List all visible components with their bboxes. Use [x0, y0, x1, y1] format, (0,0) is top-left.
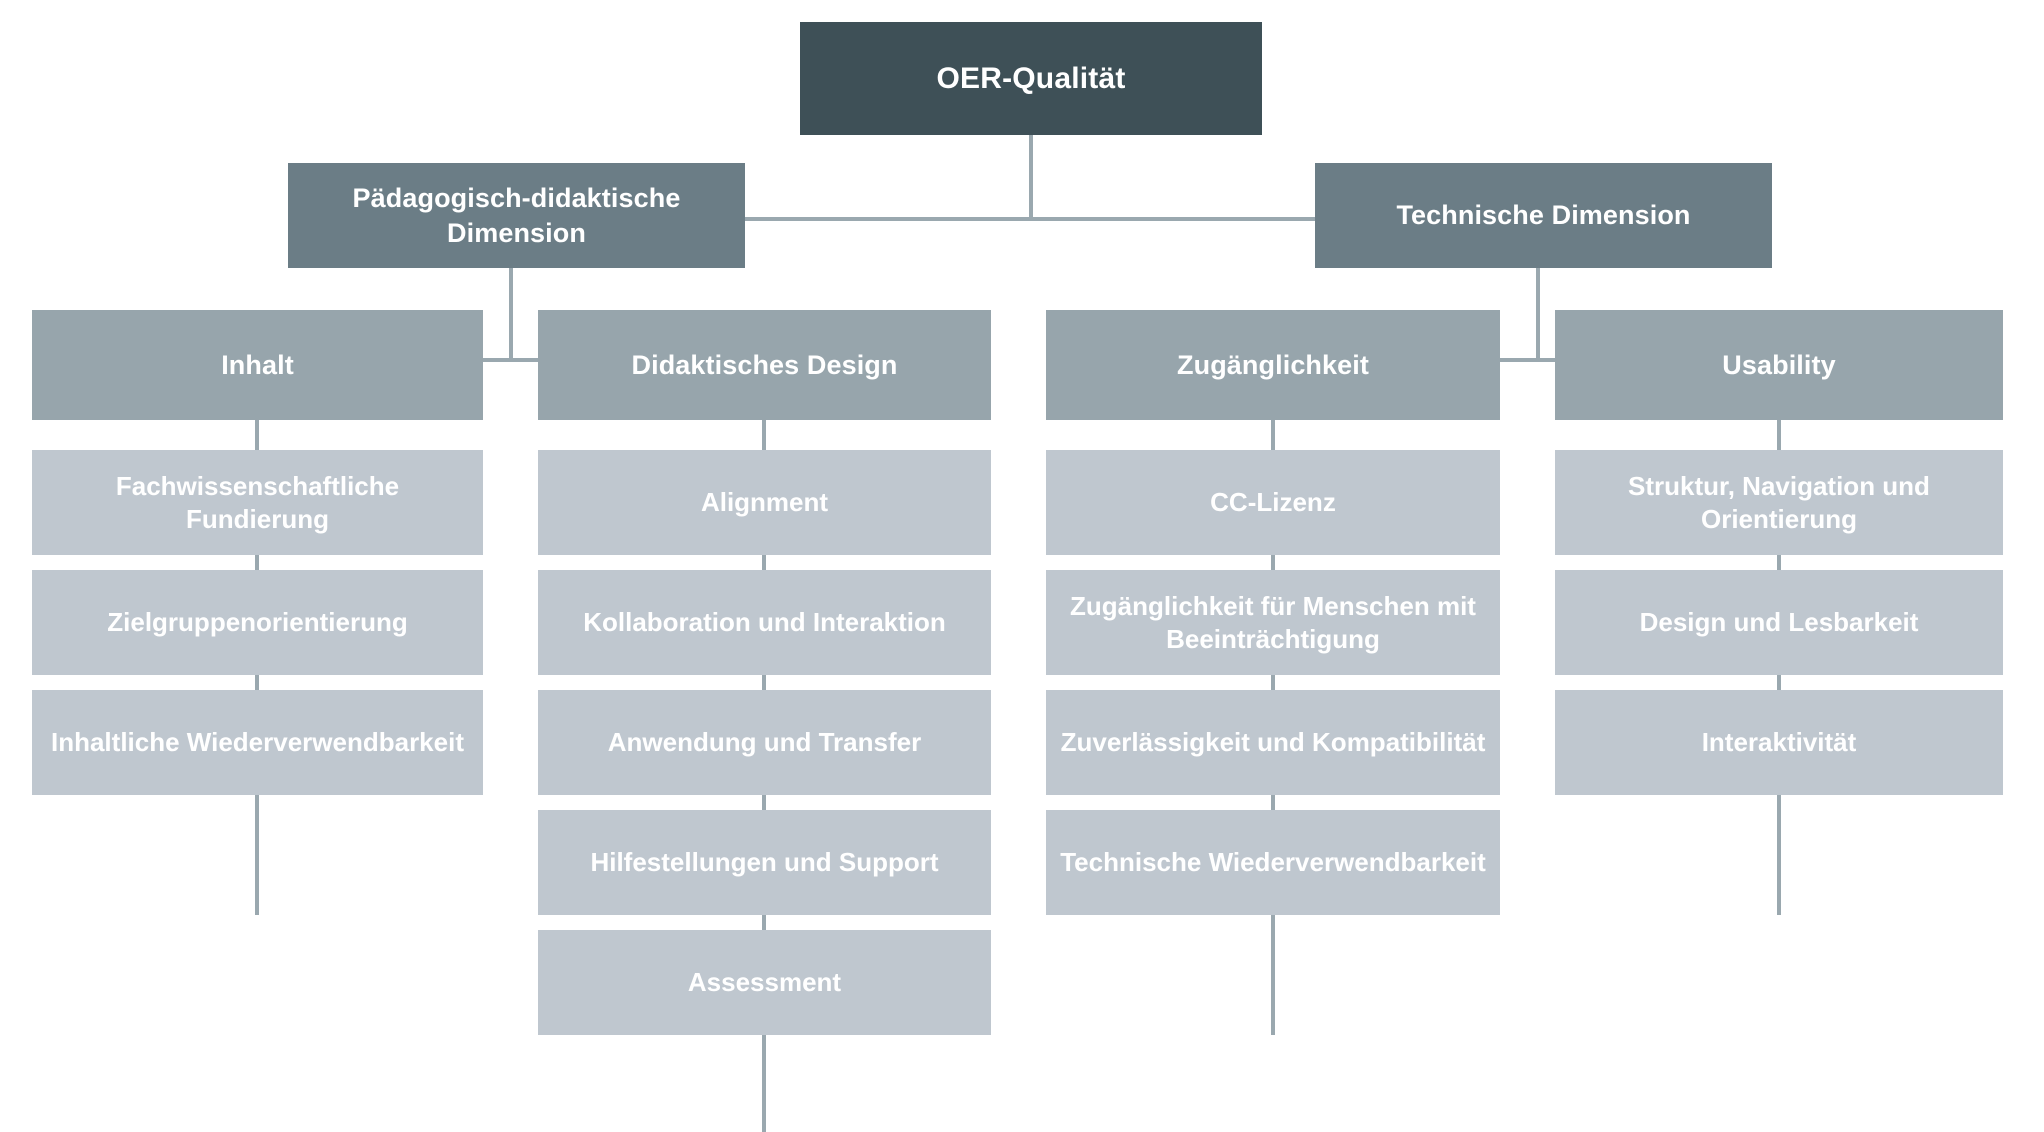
connector-dimension-bus	[745, 217, 1315, 221]
node-criterion-inhaltliche-wiederverwendbarkeit[interactable]: Inhaltliche Wiederverwendbarkeit	[32, 690, 483, 795]
connector-root-stem	[1029, 135, 1033, 221]
node-criterion-anwendung-und-transfer[interactable]: Anwendung und Transfer	[538, 690, 991, 795]
node-dimension-paedagogisch-didaktische[interactable]: Pädagogisch-didaktische Dimension	[288, 163, 745, 268]
node-criterion-hilfestellungen-und-support[interactable]: Hilfestellungen und Support	[538, 810, 991, 915]
node-criterion-struktur-navigation-und-orientierung[interactable]: Struktur, Navigation und Orientierung	[1555, 450, 2003, 555]
connector-dimension-left-stem	[509, 268, 513, 362]
node-criterion-interaktivitaet[interactable]: Interaktivität	[1555, 690, 2003, 795]
connector-category-bus-left	[483, 358, 538, 362]
node-criterion-zuverlaessigkeit-und-kompatibilitaet[interactable]: Zuverlässigkeit und Kompatibilität	[1046, 690, 1500, 795]
node-category-usability[interactable]: Usability	[1555, 310, 2003, 420]
node-criterion-fachwissenschaftliche-fundierung[interactable]: Fachwissenschaftliche Fundierung	[32, 450, 483, 555]
node-criterion-technische-wiederverwendbarkeit[interactable]: Technische Wiederverwendbarkeit	[1046, 810, 1500, 915]
node-criterion-alignment[interactable]: Alignment	[538, 450, 991, 555]
node-category-zugaenglichkeit[interactable]: Zugänglichkeit	[1046, 310, 1500, 420]
node-criterion-zielgruppenorientierung[interactable]: Zielgruppenorientierung	[32, 570, 483, 675]
node-criterion-kollaboration-und-interaktion[interactable]: Kollaboration und Interaktion	[538, 570, 991, 675]
connector-category-bus-right	[1500, 358, 1555, 362]
node-criterion-design-und-lesbarkeit[interactable]: Design und Lesbarkeit	[1555, 570, 2003, 675]
node-category-didaktisches-design[interactable]: Didaktisches Design	[538, 310, 991, 420]
node-criterion-zugaenglichkeit-fuer-menschen-mit-beeintraechtigung[interactable]: Zugänglichkeit für Menschen mit Beeinträ…	[1046, 570, 1500, 675]
node-criterion-assessment[interactable]: Assessment	[538, 930, 991, 1035]
connector-dimension-right-stem	[1536, 268, 1540, 362]
node-dimension-technische[interactable]: Technische Dimension	[1315, 163, 1772, 268]
node-category-inhalt[interactable]: Inhalt	[32, 310, 483, 420]
node-criterion-cc-lizenz[interactable]: CC-Lizenz	[1046, 450, 1500, 555]
node-root-oer-qualitaet[interactable]: OER-Qualität	[800, 22, 1262, 135]
